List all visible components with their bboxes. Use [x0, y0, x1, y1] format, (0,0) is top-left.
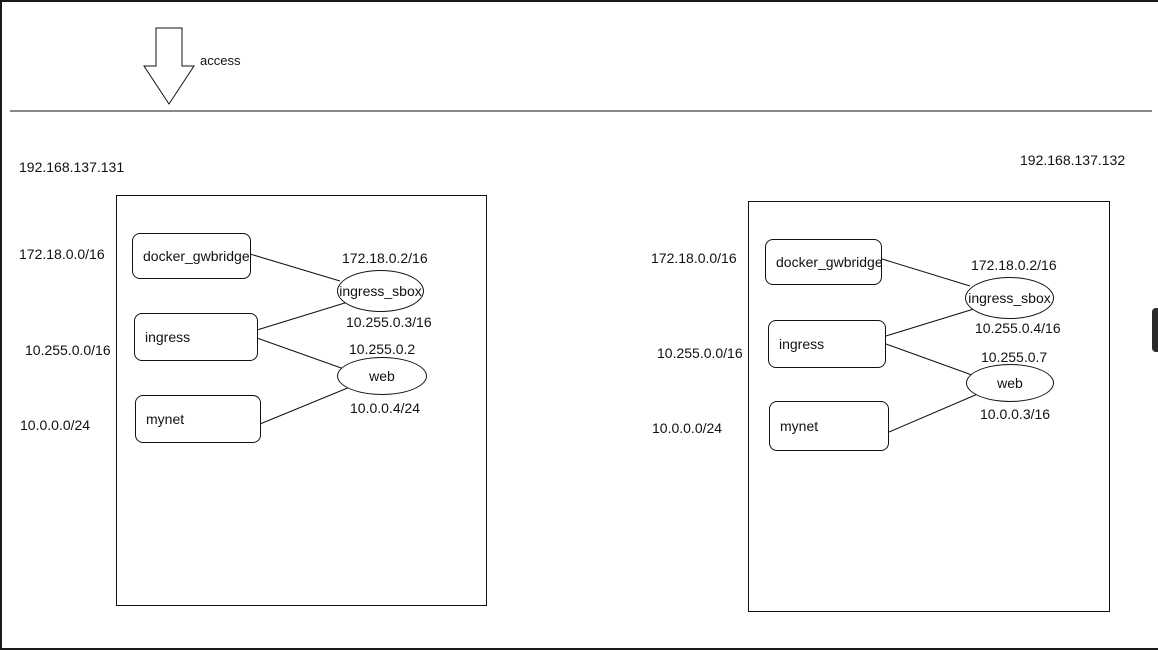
wire-mynet-web-1 — [259, 386, 351, 425]
network-label: docker_gwbridge — [143, 248, 250, 264]
host-ip-1: 192.168.137.131 — [19, 159, 125, 175]
network-mynet-2: mynet — [769, 401, 889, 451]
network-label: docker_gwbridge — [776, 254, 883, 270]
wire-mynet-web-2 — [888, 392, 981, 433]
subnet-label-gwbridge-2: 172.18.0.0/16 — [651, 250, 737, 266]
sandbox-label: ingress_sbox — [339, 283, 422, 299]
access-label: access — [200, 53, 241, 68]
network-label: ingress — [779, 336, 825, 352]
web-ip-bottom-2: 10.0.0.3/16 — [980, 406, 1051, 422]
subnet-label-gwbridge-1: 172.18.0.0/16 — [19, 246, 105, 262]
sandbox-node-1: ingress_sbox — [337, 270, 424, 312]
host-box-1 — [116, 195, 487, 606]
network-ingress-1: ingress — [134, 313, 258, 361]
subnet-label-mynet-2: 10.0.0.0/24 — [652, 420, 723, 436]
web-node-1: web — [337, 357, 427, 395]
network-docker-gwbridge-1: docker_gwbridge — [132, 233, 251, 279]
subnet-label-ingress-1: 10.255.0.0/16 — [25, 342, 111, 358]
network-ingress-2: ingress — [768, 320, 886, 368]
subnet-label-ingress-2: 10.255.0.0/16 — [657, 345, 743, 361]
host-ip-2: 192.168.137.132 — [1020, 152, 1126, 168]
wire-ingress-web-2 — [885, 343, 973, 376]
network-docker-gwbridge-2: docker_gwbridge — [765, 239, 883, 285]
web-ip-top-1: 10.255.0.2 — [349, 341, 416, 357]
host-box-2 — [748, 201, 1110, 612]
web-ip-bottom-1: 10.0.0.4/24 — [350, 400, 421, 416]
sandbox-ip-bottom-2: 10.255.0.4/16 — [975, 320, 1061, 336]
sandbox-label: ingress_sbox — [968, 290, 1051, 306]
sandbox-ip-bottom-1: 10.255.0.3/16 — [346, 314, 432, 330]
sandbox-node-2: ingress_sbox — [965, 277, 1054, 319]
wire-gwbridge-sbox-2 — [881, 258, 971, 287]
network-mynet-1: mynet — [135, 395, 261, 443]
network-label: mynet — [780, 418, 819, 434]
sandbox-ip-top-1: 172.18.0.2/16 — [342, 250, 428, 266]
network-label: mynet — [146, 411, 185, 427]
network-label: ingress — [145, 329, 191, 345]
subnet-label-mynet-1: 10.0.0.0/24 — [20, 417, 91, 433]
access-arrow — [143, 27, 195, 105]
web-ip-top-2: 10.255.0.7 — [981, 349, 1048, 365]
web-label: web — [369, 368, 395, 384]
wire-ingress-sbox-2 — [885, 307, 978, 337]
web-node-2: web — [966, 364, 1054, 402]
wire-gwbridge-sbox-1 — [249, 253, 341, 282]
wire-ingress-web-1 — [256, 337, 345, 370]
web-label: web — [997, 375, 1023, 391]
wire-ingress-sbox-1 — [256, 301, 349, 331]
sandbox-ip-top-2: 172.18.0.2/16 — [971, 257, 1057, 273]
scrollbar-handle[interactable] — [1152, 308, 1158, 352]
